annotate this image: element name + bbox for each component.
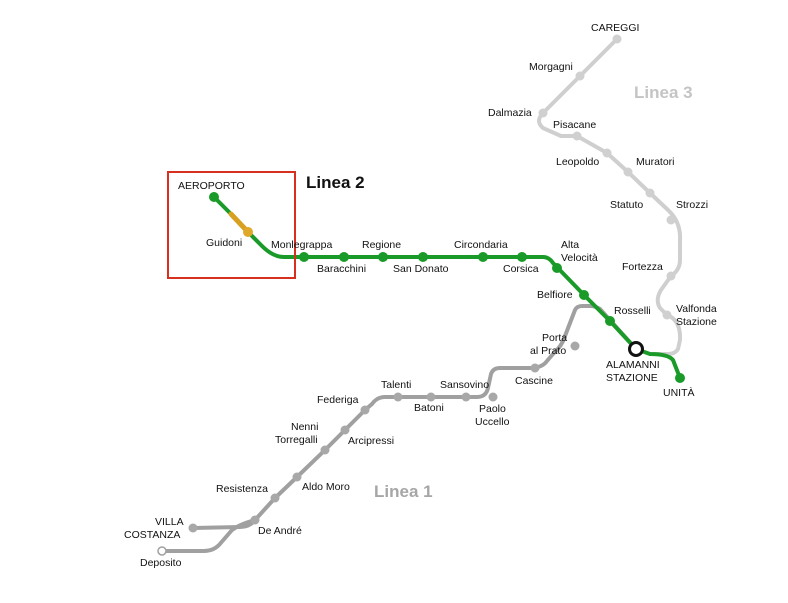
station-dot-baracchini[interactable] [339, 252, 349, 262]
station-dot-montegrappa[interactable] [299, 252, 309, 262]
label-muratori: Muratori [636, 156, 675, 168]
label-arcipressi: Arcipressi [348, 435, 394, 447]
label-montegrappa: Monlegrappa [271, 239, 332, 251]
station-dot-san-donato[interactable] [418, 252, 428, 262]
station-dot-arcipressi[interactable] [340, 425, 350, 435]
label-regione: Regione [362, 239, 401, 251]
station-dot-resistenza[interactable] [270, 493, 280, 503]
station-dot-leopoldo[interactable] [602, 148, 612, 158]
linea-1-depot-branch [160, 518, 257, 553]
label-aeroporto: AEROPORTO [178, 180, 245, 192]
label-san-donato: San Donato [393, 263, 449, 275]
station-dot-paolo-uccello[interactable] [488, 392, 498, 402]
linea-3-stations [538, 34, 676, 320]
label-statuto: Statuto [610, 199, 643, 211]
label-aldo-moro: Aldo Moro [302, 481, 350, 493]
label-leopoldo: Leopoldo [556, 156, 599, 168]
linea-1-route [191, 304, 638, 530]
label-rosselli: Rosselli [614, 305, 651, 317]
station-dot-fortezza[interactable] [666, 271, 676, 281]
label-nenni-torregalli: Torregalli [275, 434, 318, 446]
linea-2-route [212, 195, 682, 380]
station-dot-batoni[interactable] [426, 392, 436, 402]
label-villa-costanza: VILLA [155, 516, 184, 528]
label-baracchini: Baracchini [317, 263, 366, 275]
station-dot-alta-velocita[interactable] [552, 263, 562, 273]
station-dot-belfiore[interactable] [579, 290, 589, 300]
station-dot-villa-costanza[interactable] [188, 523, 198, 533]
label-corsica: Corsica [503, 263, 539, 275]
station-dot-talenti[interactable] [393, 392, 403, 402]
station-dot-valfonda[interactable] [662, 310, 672, 320]
label-nenni: Nenni [291, 421, 318, 433]
label-de-andre: De André [258, 525, 302, 537]
label-porta-al-prato: Porta [542, 332, 567, 344]
label-batoni: Batoni [414, 402, 444, 414]
label-deposito: Deposito [140, 557, 182, 569]
station-dot-aeroporto[interactable] [209, 192, 219, 202]
station-dot-cascine[interactable] [530, 363, 540, 373]
station-dot-aldo-moro[interactable] [292, 472, 302, 482]
label-talenti: Talenti [381, 379, 411, 391]
label-careggi: CAREGGI [591, 22, 639, 34]
label-villa-costanza-2: COSTANZA [124, 529, 180, 541]
label-guidoni: Guidoni [206, 237, 242, 249]
linea-3-title: Linea 3 [634, 83, 693, 102]
station-dot-de-andre[interactable] [250, 515, 260, 525]
linea-1-stations [188, 341, 580, 533]
label-paolo-uccello: Paolo [479, 403, 506, 415]
label-resistenza: Resistenza [216, 483, 268, 495]
station-dot-pisacane[interactable] [572, 131, 582, 141]
label-federiga: Federiga [317, 394, 359, 406]
linea-1-title: Linea 1 [374, 482, 433, 501]
station-dot-corsica[interactable] [517, 252, 527, 262]
linea-2-title: Linea 2 [306, 173, 365, 192]
station-dot-sansovino[interactable] [461, 392, 471, 402]
label-alta-velocita-2: Velocità [561, 252, 598, 264]
label-paolo-uccello-2: Uccello [475, 416, 510, 428]
station-dot-careggi[interactable] [612, 34, 622, 44]
label-belfiore: Belfiore [537, 289, 573, 301]
label-dalmazia: Dalmazia [488, 107, 532, 119]
station-dot-circondaria[interactable] [478, 252, 488, 262]
label-fortezza: Fortezza [622, 261, 663, 273]
station-dot-statuto[interactable] [645, 188, 655, 198]
station-dot-rosselli[interactable] [605, 316, 615, 326]
station-dot-dalmazia[interactable] [538, 108, 548, 118]
label-strozzi: Strozzi [676, 199, 708, 211]
label-porta-al-prato-2: al Prato [530, 345, 566, 357]
station-dot-regione[interactable] [378, 252, 388, 262]
station-dot-muratori[interactable] [623, 167, 633, 177]
station-dot-strozzi[interactable] [666, 215, 676, 225]
label-valfonda-stazione: Stazione [676, 316, 717, 328]
station-dot-nenni-torregalli[interactable] [320, 445, 330, 455]
label-pisacane: Pisacane [553, 119, 596, 131]
station-dot-guidoni[interactable] [243, 227, 253, 237]
station-dot-deposito[interactable] [157, 546, 167, 556]
station-dot-unita[interactable] [675, 373, 685, 383]
station-dot-porta-al-prato[interactable] [570, 341, 580, 351]
label-alamanni: ALAMANNI [606, 359, 660, 371]
label-circondaria: Circondaria [454, 239, 508, 251]
label-unita: UNITÀ [663, 386, 695, 399]
label-cascine: Cascine [515, 375, 553, 387]
station-dot-alamanni-stazione[interactable] [628, 341, 644, 357]
label-sansovino: Sansovino [440, 379, 489, 391]
linea-2-stations [209, 192, 685, 383]
label-valfonda: Valfonda [676, 303, 717, 315]
label-alta-velocita: Alta [561, 239, 579, 251]
station-dot-federiga[interactable] [360, 405, 370, 415]
label-alamanni-stazione: STAZIONE [606, 372, 658, 384]
station-dot-morgagni[interactable] [575, 71, 585, 81]
airport-highlight-box [167, 171, 296, 279]
label-morgagni: Morgagni [529, 61, 573, 73]
